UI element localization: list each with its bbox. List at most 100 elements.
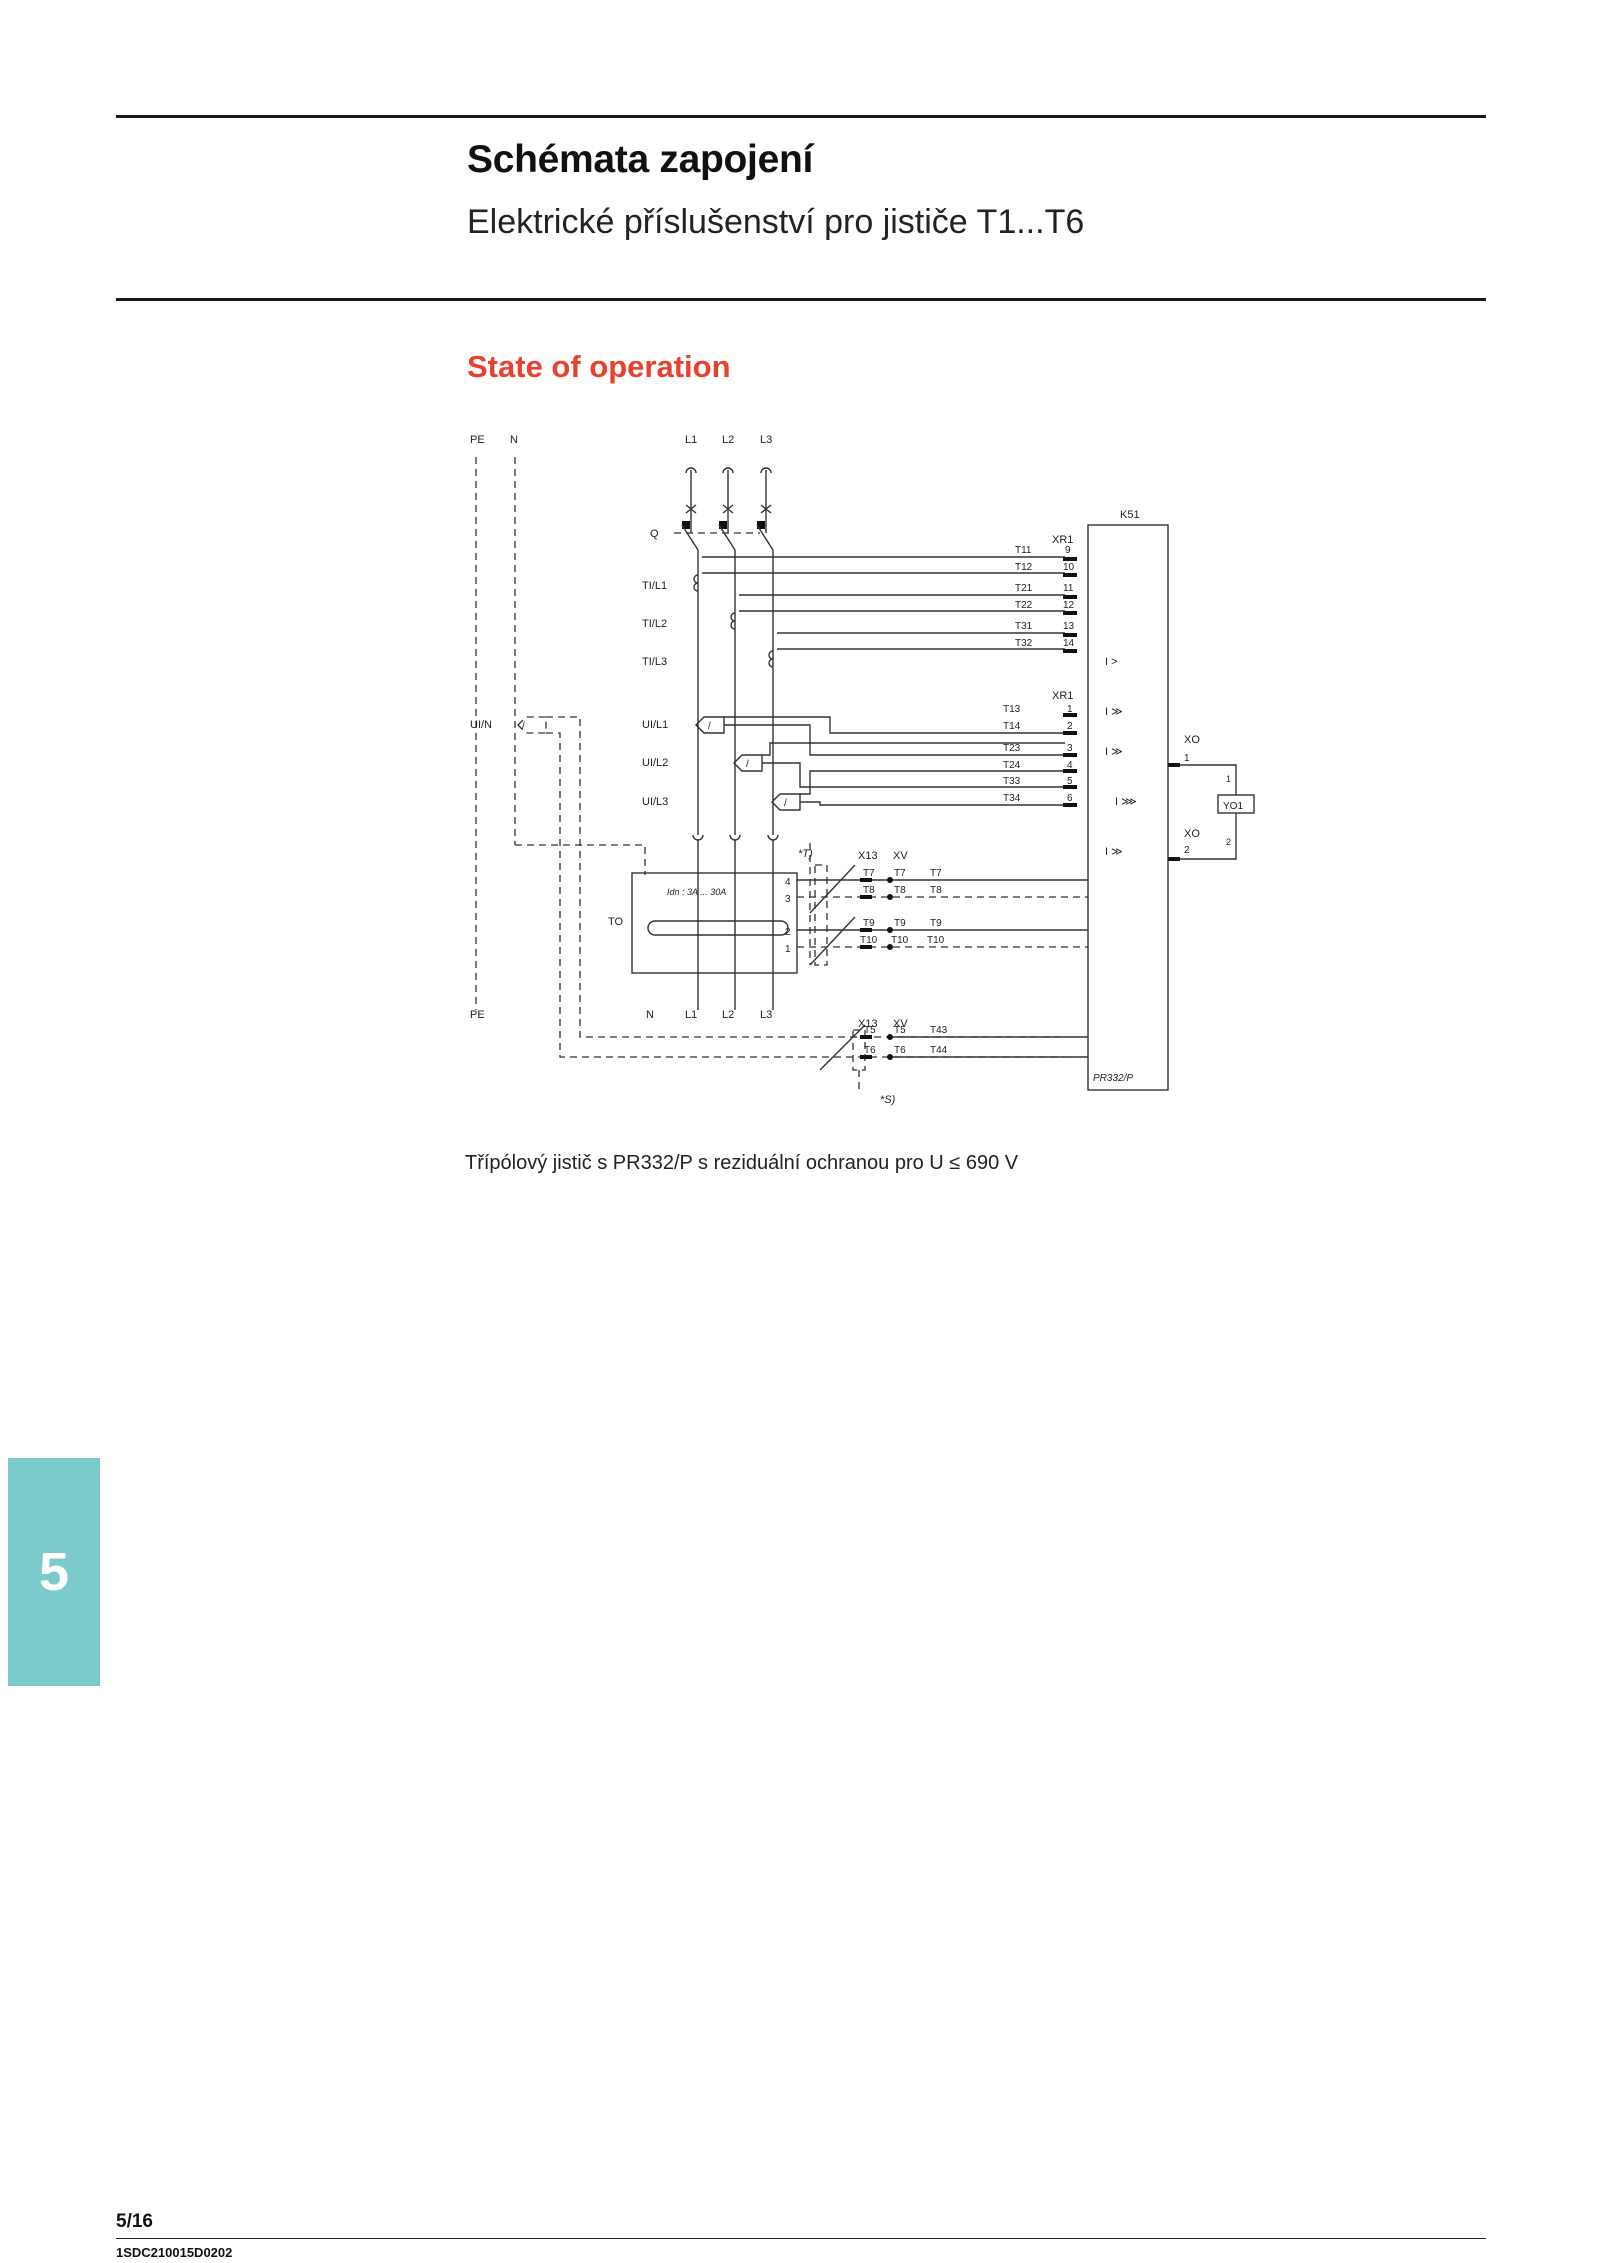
slash-ui-l3: / [784, 798, 787, 809]
label-pe-top: PE [470, 434, 485, 446]
pin-5: 5 [1067, 776, 1073, 787]
label-ui-n: UI/N [470, 719, 492, 731]
pin-9: 9 [1065, 545, 1071, 556]
label-q: Q [650, 528, 659, 540]
to-pin-1: 1 [785, 944, 791, 955]
x13-t7-a: T7 [863, 868, 875, 879]
label-x13: X13 [858, 850, 878, 862]
footer-rule [116, 2238, 1486, 2239]
wire-t13: T13 [1003, 704, 1021, 715]
pin-11: 11 [1063, 583, 1074, 594]
x13-t8-b: T8 [894, 885, 906, 896]
func-i: I > [1105, 656, 1118, 668]
label-xv: XV [893, 850, 908, 862]
chapter-tab: 5 [8, 1458, 100, 1686]
x13-t8-a: T8 [863, 885, 875, 896]
note-s: *S) [880, 1094, 896, 1106]
label-ti-l1: TI/L1 [642, 580, 667, 592]
label-idn: Idn : 3A ... 30A [667, 887, 726, 897]
func-i4: I ⋙ [1115, 796, 1137, 808]
pin-2: 2 [1067, 721, 1073, 732]
slash-ui-l2: / [746, 759, 749, 770]
yo1-pin-2: 2 [1226, 837, 1231, 847]
pin-3: 3 [1067, 743, 1073, 754]
header-rule-top [116, 115, 1486, 118]
x13b-t6-a: T6 [864, 1045, 876, 1056]
slash-ui-l1: / [708, 721, 711, 732]
label-ti-l3: TI/L3 [642, 656, 667, 668]
x13-t7-b: T7 [894, 868, 906, 879]
n-to-to-line [515, 844, 646, 875]
pin-14: 14 [1063, 638, 1075, 649]
wire-t14: T14 [1003, 721, 1021, 732]
x13-t10-b: T10 [891, 935, 909, 946]
func-g: I ≫ [1105, 846, 1123, 858]
x13-t9-b: T9 [894, 918, 906, 929]
wires-top-group [702, 556, 1077, 653]
xo-pin-1: 1 [1184, 753, 1190, 764]
label-ui-l2: UI/L2 [642, 757, 668, 769]
label-ui-l3: UI/L3 [642, 796, 668, 808]
label-k51: K51 [1120, 509, 1140, 521]
x13-wiring [797, 843, 1088, 966]
xo-pin-2: 2 [1184, 845, 1190, 856]
toroid-to [631, 872, 798, 974]
note-t: *T) [798, 848, 813, 860]
label-xv-b: XV [893, 1018, 908, 1030]
pin-12: 12 [1063, 600, 1075, 611]
label-l3-bot: L3 [760, 1009, 772, 1021]
wire-t12: T12 [1015, 562, 1033, 573]
wire-t24: T24 [1003, 760, 1021, 771]
x13-t9-a: T9 [863, 918, 875, 929]
label-n-bot: N [646, 1009, 654, 1021]
page-number: 5/16 [116, 2211, 153, 2232]
wire-t31: T31 [1015, 621, 1033, 632]
x13-lower-wiring [819, 1024, 1088, 1090]
x13-t10-c: T10 [927, 935, 945, 946]
wire-t32: T32 [1015, 638, 1033, 649]
pin-13: 13 [1063, 621, 1075, 632]
wire-t11: T11 [1015, 545, 1032, 556]
func-i3: I ≫ [1105, 746, 1123, 758]
func-i2: I ≫ [1105, 706, 1123, 718]
voltage-sensors [517, 713, 1077, 1058]
pin-10: 10 [1063, 562, 1075, 573]
label-to: TO [608, 916, 624, 928]
label-l3: L3 [760, 434, 772, 446]
label-xo: XO [1184, 734, 1200, 746]
slash-ui-n: / [522, 721, 525, 732]
x13b-t5-a: T5 [864, 1025, 876, 1036]
wire-t23: T23 [1003, 743, 1021, 754]
label-ti-l2: TI/L2 [642, 618, 667, 630]
label-pr332: PR332/P [1093, 1073, 1133, 1084]
x13b-t5-b: T5 [894, 1025, 906, 1036]
document-code: 1SDC210015D0202 [116, 2245, 233, 2260]
pin-1: 1 [1067, 704, 1073, 715]
label-l1-bot: L1 [685, 1009, 697, 1021]
to-pin-2: 2 [785, 927, 791, 938]
x13b-t43: T43 [930, 1025, 948, 1036]
wire-t22: T22 [1015, 600, 1033, 611]
label-xo2: XO [1184, 828, 1200, 840]
label-yo1: YO1 [1223, 801, 1243, 812]
x13-t8-c: T8 [930, 885, 942, 896]
x13-t10-a: T10 [860, 935, 878, 946]
pr332-unit-k51 [1087, 524, 1169, 1091]
pin-6: 6 [1067, 793, 1073, 804]
chapter-number: 5 [38, 1542, 70, 1602]
to-pin-3: 3 [785, 894, 791, 905]
label-n-top: N [510, 434, 518, 446]
yo1-pin-1: 1 [1226, 774, 1231, 784]
label-l1: L1 [685, 434, 697, 446]
x13b-t44: T44 [930, 1045, 948, 1056]
label-ui-l1: UI/L1 [642, 719, 668, 731]
x13-t9-c: T9 [930, 918, 942, 929]
to-pin-4: 4 [785, 877, 791, 888]
label-xr1: XR1 [1052, 534, 1073, 546]
yo1-coil [1168, 763, 1255, 861]
diagram-caption: Třípólový jistič s PR332/P s reziduální … [465, 1152, 1019, 1174]
label-pe-bot: PE [470, 1009, 485, 1021]
page-subtitle: Elektrické příslušenství pro jističe T1.… [467, 203, 1085, 241]
x13b-t6-b: T6 [894, 1045, 906, 1056]
wire-t33: T33 [1003, 776, 1021, 787]
